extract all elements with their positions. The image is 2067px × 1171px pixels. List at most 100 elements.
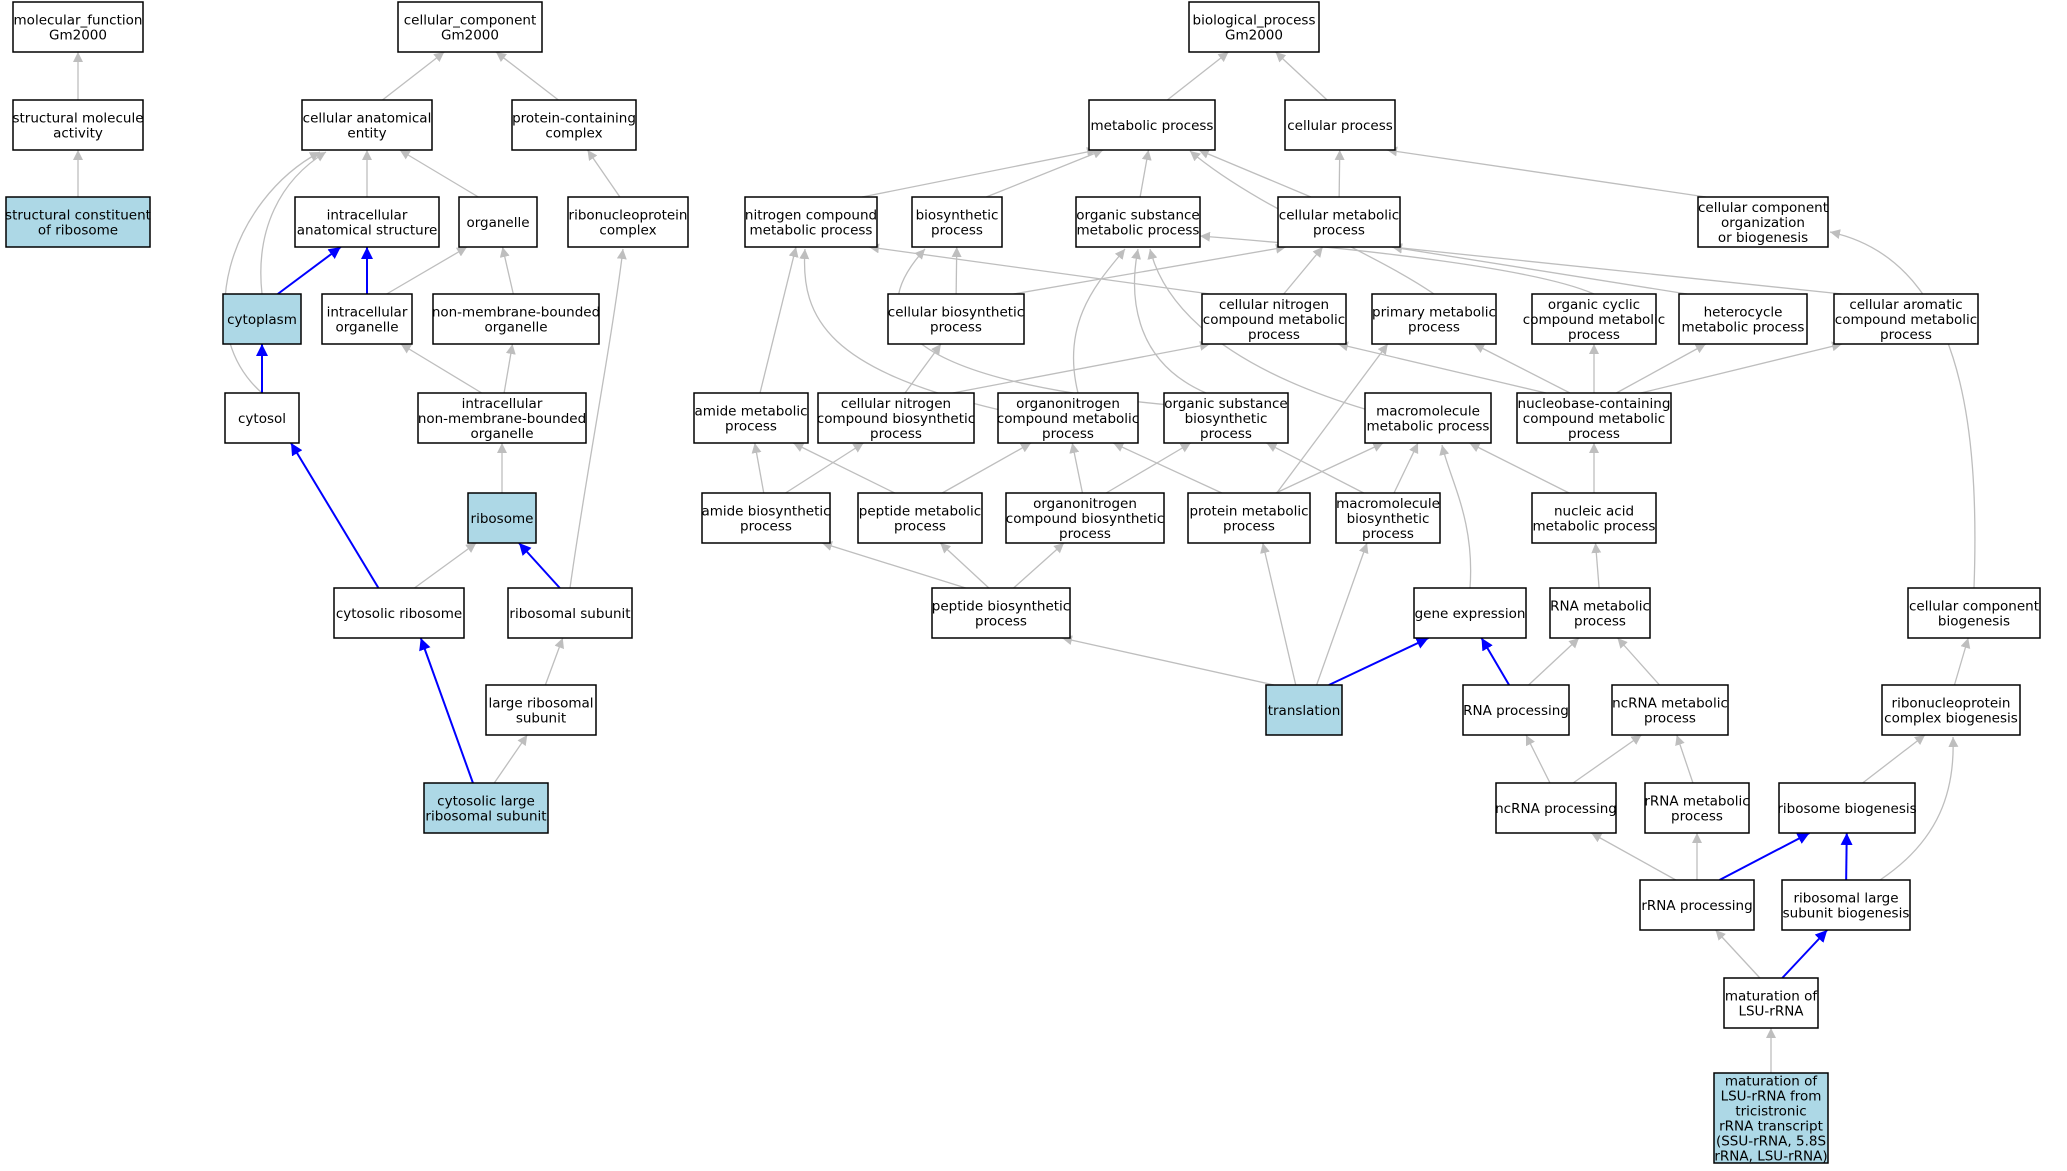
node-ribosomal-subunit[interactable]: ribosomal subunit bbox=[507, 587, 633, 639]
node-label-line: nucleobase-containing bbox=[1518, 396, 1671, 412]
node-organelle[interactable]: organelle bbox=[458, 196, 538, 248]
node-box bbox=[1075, 196, 1201, 248]
edge-rna-metabolic-process-to-nucleic-acid-metabolic-process bbox=[1591, 542, 1602, 589]
edge-cellular-nitrogen-compound-biosynthetic-process-to-cellular-biosynthetic-process bbox=[904, 343, 942, 394]
node-box bbox=[432, 293, 600, 345]
node-label-line: metabolic process bbox=[1367, 419, 1490, 435]
edge-organonitrogen-compound-metabolic-process-to-organic-substance-metabolic-process bbox=[1072, 248, 1126, 394]
node-label-line: process bbox=[1362, 526, 1414, 542]
node-box bbox=[567, 196, 689, 248]
node-label-line: organization bbox=[1721, 215, 1805, 231]
node-label-line: nitrogen compound bbox=[745, 208, 877, 224]
node-ribosome-biogenesis[interactable]: ribosome biogenesis bbox=[1777, 782, 1917, 834]
node-box bbox=[12, 1, 144, 53]
node-cytosolic-ribosome[interactable]: cytosolic ribosome bbox=[333, 587, 465, 639]
node-label-line: cellular biosynthetic bbox=[888, 305, 1024, 321]
edge-cellular-metabolic-process-to-metabolic-process bbox=[1198, 149, 1312, 198]
node-rna-processing[interactable]: RNA processing bbox=[1462, 684, 1570, 736]
node-box bbox=[1516, 392, 1672, 444]
edge-ncrna-processing-to-rna-processing bbox=[1525, 734, 1551, 784]
node-label-line: process bbox=[1059, 526, 1111, 542]
node-cellular-process[interactable]: cellular process bbox=[1284, 99, 1396, 151]
node-box bbox=[397, 1, 543, 53]
node-box bbox=[321, 293, 413, 345]
node-label-line: complex bbox=[545, 126, 602, 142]
node-rrna-processing[interactable]: rRNA processing bbox=[1639, 879, 1755, 931]
node-label-line: gene expression bbox=[1415, 606, 1526, 622]
node-intracellular-nmb-organelle[interactable]: intracellularnon-membrane-boundedorganel… bbox=[417, 392, 587, 444]
node-box bbox=[701, 492, 831, 544]
edge-cellular-aromatic-compound-metabolic-process-to-cellular-metabolic-process bbox=[1391, 243, 1843, 295]
node-label-line: organelle bbox=[335, 320, 398, 336]
node-label-line: cellular nitrogen bbox=[841, 396, 951, 412]
node-label-line: Gm2000 bbox=[49, 28, 107, 44]
node-metabolic-process[interactable]: metabolic process bbox=[1088, 99, 1216, 151]
node-label-line: process bbox=[870, 426, 922, 442]
edge-cytosolic-large-ribosomal-subunit-to-large-ribosomal-subunit bbox=[493, 734, 528, 784]
node-ribosome[interactable]: ribosome bbox=[467, 492, 537, 544]
edge-ncrna-metabolic-process-to-rna-metabolic-process bbox=[1617, 637, 1660, 686]
edge-peptide-biosynthetic-process-to-peptide-metabolic-process bbox=[939, 542, 990, 589]
edge-rna-processing-to-rna-metabolic-process bbox=[1528, 637, 1580, 686]
node-label-line: compound metabolic bbox=[1523, 411, 1665, 427]
node-cytoplasm[interactable]: cytoplasm bbox=[222, 293, 302, 345]
node-box bbox=[458, 196, 538, 248]
node-box bbox=[931, 587, 1071, 639]
node-gene-expression[interactable]: gene expression bbox=[1413, 587, 1527, 639]
node-translation[interactable]: translation bbox=[1265, 684, 1343, 736]
node-label-line: molecular_function bbox=[14, 13, 143, 29]
edge-macromolecule-biosynthetic-process-to-organic-substance-biosynthetic-process bbox=[1266, 442, 1364, 494]
node-cytosol[interactable]: cytosol bbox=[224, 392, 300, 444]
node-label-line: rRNA processing bbox=[1641, 898, 1752, 914]
node-label-line: ribosome biogenesis bbox=[1777, 801, 1916, 817]
node-label-line: compound metabolic bbox=[1523, 312, 1665, 328]
node-ncrna-processing[interactable]: ncRNA processing bbox=[1495, 782, 1617, 834]
node-label-line: macromolecule bbox=[1336, 496, 1440, 512]
